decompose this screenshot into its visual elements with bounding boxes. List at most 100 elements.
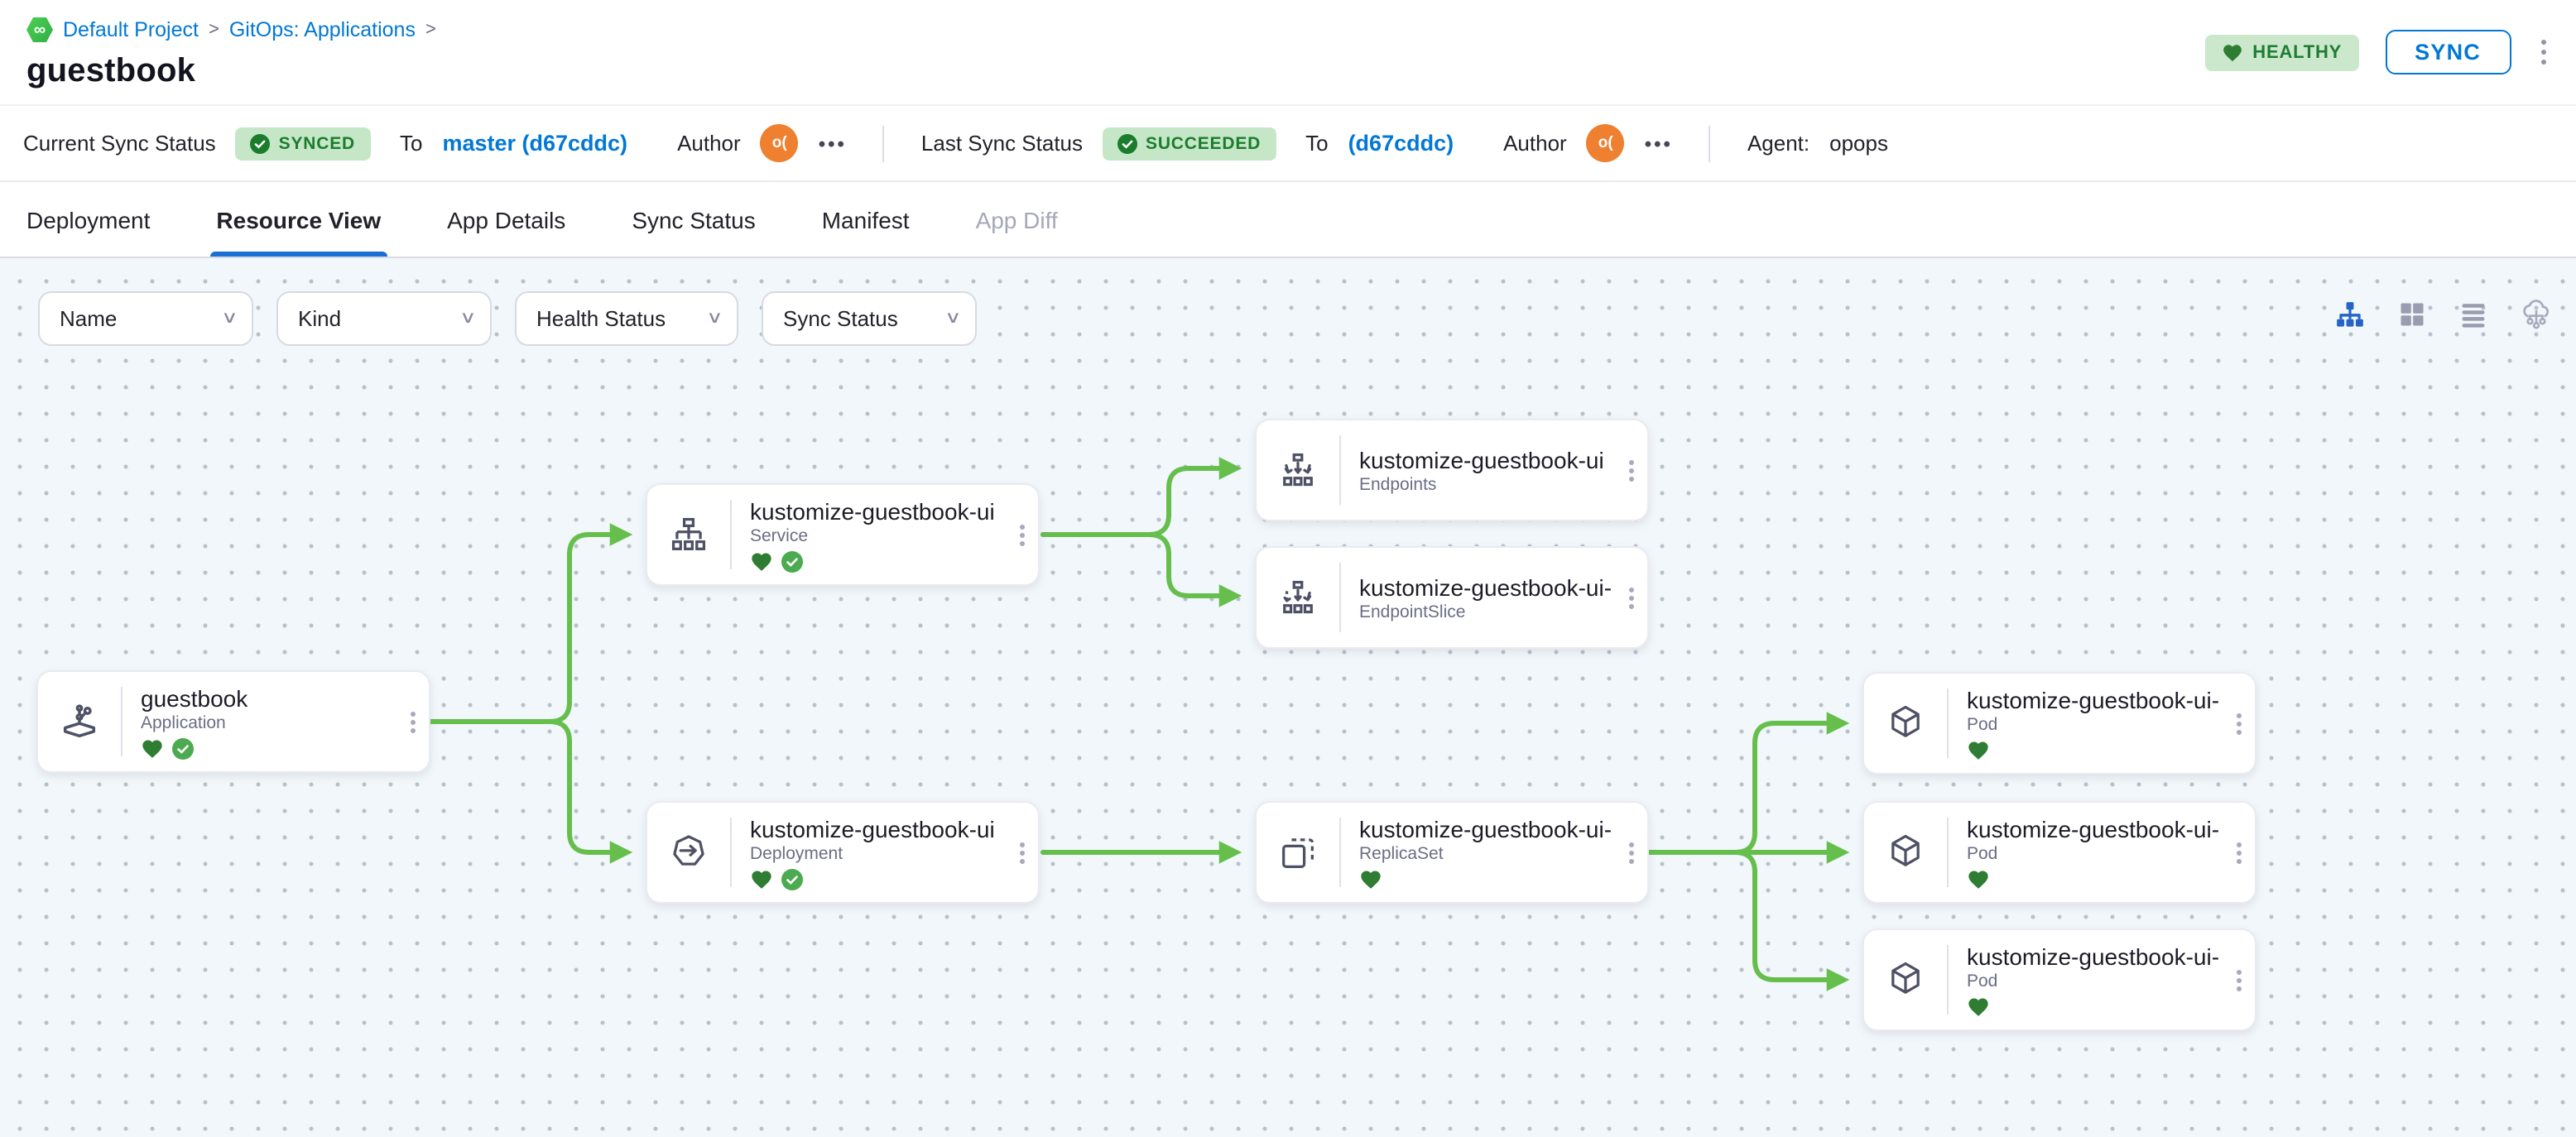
sync-button[interactable]: SYNC — [2385, 30, 2511, 74]
edge-replicaset-to-pod1 — [1646, 712, 1850, 855]
name-filter-dropdown[interactable]: Name∨ — [38, 291, 253, 346]
sync-status-filter-dropdown[interactable]: Sync Status∨ — [762, 291, 977, 346]
node-kind: Pod — [1967, 714, 1998, 734]
node-endpoints-kustomize-guestbook-ui[interactable]: kustomize-guestbook-ui Endpoints — [1255, 419, 1649, 521]
to-label: To — [400, 131, 423, 156]
endpoints-icon — [1257, 449, 1339, 492]
breadcrumb-project-link[interactable]: Default Project — [63, 18, 199, 41]
node-replicaset-kustomize-guestbook-ui[interactable]: kustomize-guestbook-ui-... ReplicaSet — [1255, 801, 1649, 904]
to-label: To — [1305, 131, 1329, 156]
node-more-menu[interactable] — [396, 711, 429, 732]
last-sync-status-label: Last Sync Status — [920, 131, 1084, 156]
last-revision-link[interactable]: (d67cddc) — [1348, 131, 1454, 156]
node-title: kustomize-guestbook-ui-... — [1359, 573, 1611, 600]
tree-view-icon[interactable] — [2334, 299, 2366, 330]
node-endpointslice-kustomize-guestbook-ui[interactable]: kustomize-guestbook-ui-... EndpointSlice — [1255, 546, 1649, 649]
breadcrumb-separator: > — [208, 20, 219, 40]
tab-deployment[interactable]: Deployment — [26, 206, 151, 233]
more-options-menu[interactable] — [2537, 36, 2550, 69]
divider — [1339, 818, 1341, 887]
node-title: kustomize-guestbook-ui — [750, 497, 995, 524]
node-more-menu[interactable] — [1614, 842, 1647, 863]
list-view-icon[interactable] — [2458, 300, 2488, 329]
node-pod-3[interactable]: kustomize-guestbook-ui-... Pod — [1862, 928, 2256, 1031]
grid-view-icon[interactable] — [2397, 300, 2427, 329]
application-icon — [38, 700, 121, 743]
health-badge-label: HEALTHY — [2252, 42, 2343, 62]
node-kind: Application — [141, 712, 226, 732]
gitops-hexagon-icon: ∞ — [26, 17, 53, 43]
tab-app-details[interactable]: App Details — [447, 206, 566, 233]
health-healthy-icon — [1968, 997, 1988, 1015]
node-more-menu[interactable] — [1005, 842, 1038, 863]
current-sync-status-label: Current Sync Status — [23, 131, 216, 156]
chevron-down-icon: ∨ — [705, 309, 723, 328]
edge-service-to-endpointslice — [1040, 532, 1242, 607]
node-title: kustomize-guestbook-ui — [750, 815, 995, 842]
author-label: Author — [677, 131, 741, 156]
edge-replicaset-to-pod3 — [1646, 850, 1850, 991]
node-more-menu[interactable] — [1005, 524, 1038, 545]
kind-filter-dropdown[interactable]: Kind∨ — [276, 291, 492, 346]
health-status-filter-dropdown[interactable]: Health Status∨ — [515, 291, 738, 346]
node-title: kustomize-guestbook-ui-... — [1359, 815, 1611, 842]
node-more-menu[interactable] — [1614, 587, 1647, 608]
breadcrumb-applications-link[interactable]: GitOps: Applications — [228, 18, 416, 41]
chevron-down-icon: ∨ — [944, 309, 961, 328]
divider — [1709, 125, 1711, 161]
page-header: ∞ Default Project > GitOps: Applications… — [0, 0, 2576, 104]
sync-synced-icon — [781, 550, 803, 572]
tab-resource-view[interactable]: Resource View — [209, 182, 388, 257]
deployment-icon — [647, 831, 730, 874]
service-icon — [647, 513, 730, 556]
node-title: kustomize-guestbook-ui-... — [1967, 815, 2218, 842]
health-healthy-icon — [752, 552, 771, 570]
sync-status-bar: Current Sync Status SYNCED To master (d6… — [0, 104, 2576, 180]
node-kind: Service — [750, 525, 809, 545]
node-title: kustomize-guestbook-ui — [1359, 446, 1604, 473]
tab-manifest[interactable]: Manifest — [821, 206, 910, 233]
node-kind: ReplicaSet — [1359, 843, 1444, 863]
pod-icon — [1864, 831, 1947, 874]
divider — [1339, 435, 1341, 505]
node-more-menu[interactable] — [2222, 842, 2255, 863]
node-kind: Pod — [1967, 843, 1998, 863]
breadcrumb-separator: > — [425, 20, 436, 40]
node-title: kustomize-guestbook-ui-... — [1967, 686, 2218, 712]
commit-more-button[interactable]: ••• — [1644, 132, 1673, 155]
node-deployment-kustomize-guestbook-ui[interactable]: kustomize-guestbook-ui Deployment — [646, 801, 1040, 904]
node-kind: Pod — [1967, 971, 1998, 991]
succeeded-badge-label: SUCCEEDED — [1146, 133, 1262, 153]
divider — [730, 500, 732, 569]
current-revision-link[interactable]: master (d67cddc) — [442, 131, 628, 156]
node-application-guestbook[interactable]: guestbook Application — [36, 670, 430, 773]
node-more-menu[interactable] — [2222, 969, 2255, 991]
edge-service-to-endpoints — [1040, 457, 1242, 537]
agent-value: opops — [1829, 131, 1888, 156]
node-service-kustomize-guestbook-ui[interactable]: kustomize-guestbook-ui Service — [646, 483, 1040, 586]
synced-badge-label: SYNCED — [278, 133, 355, 153]
node-more-menu[interactable] — [2222, 712, 2255, 734]
health-status-badge: HEALTHY — [2204, 34, 2359, 70]
node-pod-1[interactable]: kustomize-guestbook-ui-... Pod — [1862, 672, 2256, 775]
tab-sync-status[interactable]: Sync Status — [632, 206, 756, 233]
network-view-icon[interactable] — [2520, 298, 2553, 331]
commit-more-button[interactable]: ••• — [818, 132, 847, 155]
pod-icon — [1864, 958, 1947, 1001]
divider — [1947, 688, 1949, 758]
tab-app-diff: App Diff — [975, 206, 1058, 233]
succeeded-badge: SUCCEEDED — [1103, 127, 1276, 160]
node-pod-2[interactable]: kustomize-guestbook-ui-... Pod — [1862, 801, 2256, 904]
check-circle-icon — [1117, 133, 1138, 153]
check-circle-icon — [250, 133, 271, 153]
heart-icon — [2223, 44, 2242, 61]
author-label: Author — [1503, 131, 1567, 156]
synced-badge: SYNCED — [235, 127, 370, 160]
view-toggle-group — [2334, 298, 2553, 331]
sync-synced-icon — [781, 868, 803, 890]
resource-tree-canvas[interactable]: Name∨ Kind∨ Health Status∨ Sync Status∨ — [0, 258, 2576, 1137]
node-kind: Deployment — [750, 843, 843, 863]
edge-app-to-deployment — [428, 719, 633, 864]
node-more-menu[interactable] — [1614, 459, 1647, 481]
